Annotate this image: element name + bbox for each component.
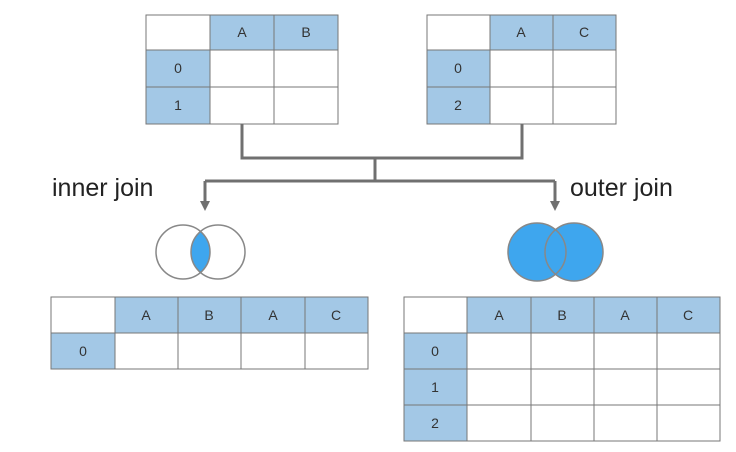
column-header-cell — [209, 14, 275, 51]
column-header-cell — [593, 296, 658, 334]
column-header-cell — [304, 296, 369, 334]
column-label: B — [301, 24, 310, 40]
column-header-cell — [530, 296, 595, 334]
data-cell — [177, 332, 242, 370]
column-header-cell — [177, 296, 242, 334]
data-cell — [466, 332, 532, 370]
data-cell — [489, 86, 554, 125]
row-header-cell — [145, 49, 211, 88]
data-cell — [656, 404, 721, 442]
right-input-table: A C 0 2 — [426, 14, 617, 125]
data-cell — [656, 332, 721, 370]
column-header-cell — [466, 296, 532, 334]
data-cell — [656, 368, 721, 406]
column-label: A — [237, 24, 247, 40]
column-label: A — [494, 307, 504, 323]
row-label: 0 — [454, 60, 462, 76]
data-cell — [593, 368, 658, 406]
data-cell — [530, 368, 595, 406]
venn-outline-left — [507, 222, 567, 282]
column-label: A — [516, 24, 526, 40]
corner-cell — [145, 14, 211, 51]
intersection-region — [191, 225, 210, 279]
data-cell — [273, 49, 339, 88]
inner-join-result-table: A B A C 0 — [50, 296, 369, 370]
data-cell — [552, 86, 617, 125]
data-cell — [530, 404, 595, 442]
column-label: A — [620, 307, 630, 323]
data-cell — [209, 49, 275, 88]
column-label: C — [683, 307, 693, 323]
row-label: 2 — [454, 97, 462, 113]
column-label: C — [579, 24, 589, 40]
column-label: C — [331, 307, 341, 323]
column-header-cell — [273, 14, 339, 51]
data-cell — [240, 332, 306, 370]
outer-join-venn-icon — [507, 222, 604, 282]
data-cell — [304, 332, 369, 370]
column-header-cell — [656, 296, 721, 334]
merge-bracket — [240, 124, 524, 160]
row-header-cell — [403, 332, 468, 370]
row-label: 2 — [431, 415, 439, 431]
column-label: A — [141, 307, 151, 323]
row-header-cell — [403, 404, 468, 442]
data-cell — [209, 86, 275, 125]
data-cell — [466, 368, 532, 406]
venn-circle-right — [190, 224, 246, 280]
outer-join-result-table: A B A C 0 1 2 — [403, 296, 721, 442]
data-cell — [552, 49, 617, 88]
data-cell — [530, 332, 595, 370]
data-cell — [593, 332, 658, 370]
data-cell — [114, 332, 179, 370]
venn-circle-left — [155, 224, 211, 280]
row-header-cell — [426, 86, 491, 125]
inner-join-label: inner join — [52, 174, 153, 202]
data-cell — [489, 49, 554, 88]
column-label: B — [204, 307, 213, 323]
data-cell — [466, 404, 532, 442]
corner-cell — [426, 14, 491, 51]
corner-cell — [50, 296, 116, 334]
venn-circle-right — [545, 223, 603, 281]
data-cell — [593, 404, 658, 442]
row-label: 1 — [174, 97, 182, 113]
row-label: 0 — [431, 343, 439, 359]
venn-outline-right — [544, 222, 604, 282]
column-label: A — [268, 307, 278, 323]
inner-join-venn-icon — [155, 224, 246, 280]
left-input-table: A B 0 1 — [145, 14, 339, 125]
row-label: 0 — [174, 60, 182, 76]
column-label: B — [557, 307, 566, 323]
column-header-cell — [552, 14, 617, 51]
outer-join-label: outer join — [570, 174, 673, 202]
join-connector — [200, 124, 560, 211]
corner-cell — [403, 296, 468, 334]
row-label: 1 — [431, 379, 439, 395]
data-cell — [273, 86, 339, 125]
row-label: 0 — [79, 343, 87, 359]
